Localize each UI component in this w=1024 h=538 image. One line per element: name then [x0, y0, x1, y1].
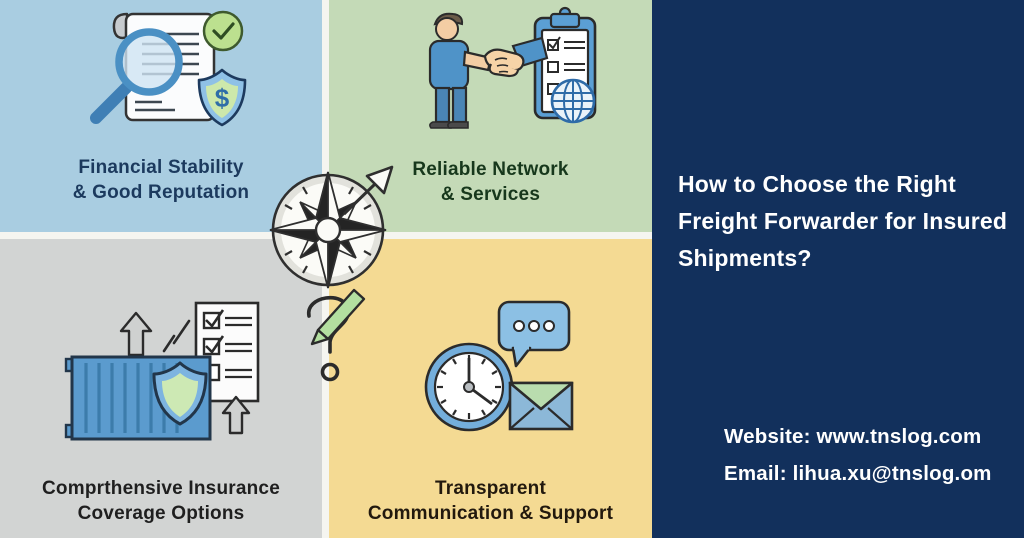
label-line: Reliable Network [412, 159, 569, 180]
compass-rose-icon [248, 150, 408, 310]
quadrant-insurance-label: Comprthensive Insurance Coverage Options [0, 477, 322, 526]
email-text: Email: lihua.xu@tnslog.om [724, 461, 992, 485]
label-line: Transparent [435, 478, 546, 499]
label-line: Financial Stability [78, 157, 244, 178]
label-line: & Services [440, 183, 541, 205]
clock-chat-envelope-icon [424, 300, 574, 432]
quadrant-communication-label: Transparent Communication & Support [329, 477, 652, 526]
quadrant-insurance: Comprthensive Insurance Coverage Options [0, 239, 322, 538]
quadrant-network-label: Reliable Network & Services [329, 158, 652, 207]
handshake-clipboard-globe-icon [428, 6, 597, 129]
label-line: & Good Reputation [72, 181, 250, 203]
quadrant-financial-label: Financial Stability & Good Reputation [0, 156, 322, 205]
question-mark-pencil-icon [285, 286, 385, 398]
quadrant-financial: $ Financial Stability & Good Reputation [0, 0, 322, 232]
contact-info: Website: www.tnslog.com Email: lihua.xu@… [724, 419, 1024, 492]
title-panel: How to Choose the Right Freight Forwarde… [652, 0, 1024, 538]
label-line: Comprthensive Insurance [42, 478, 280, 499]
title-line: Freight Forwarder for Insured [678, 208, 1008, 234]
label-line: Communication & Support [367, 502, 614, 524]
title-line: How to Choose the Right [678, 171, 957, 197]
container-shield-checklist-icon [64, 301, 260, 441]
poster-title: How to Choose the Right Freight Forwarde… [678, 166, 1008, 277]
website-text: Website: www.tnslog.com [724, 425, 982, 448]
quadrant-grid: $ Financial Stability & Good Reputation [0, 0, 652, 538]
quadrant-communication: Transparent Communication & Support [329, 239, 652, 538]
label-line: Coverage Options [77, 502, 245, 524]
svg-text:$: $ [215, 83, 230, 113]
document-magnifier-shield-icon: $ [90, 10, 247, 127]
title-line: Shipments? [678, 245, 812, 271]
